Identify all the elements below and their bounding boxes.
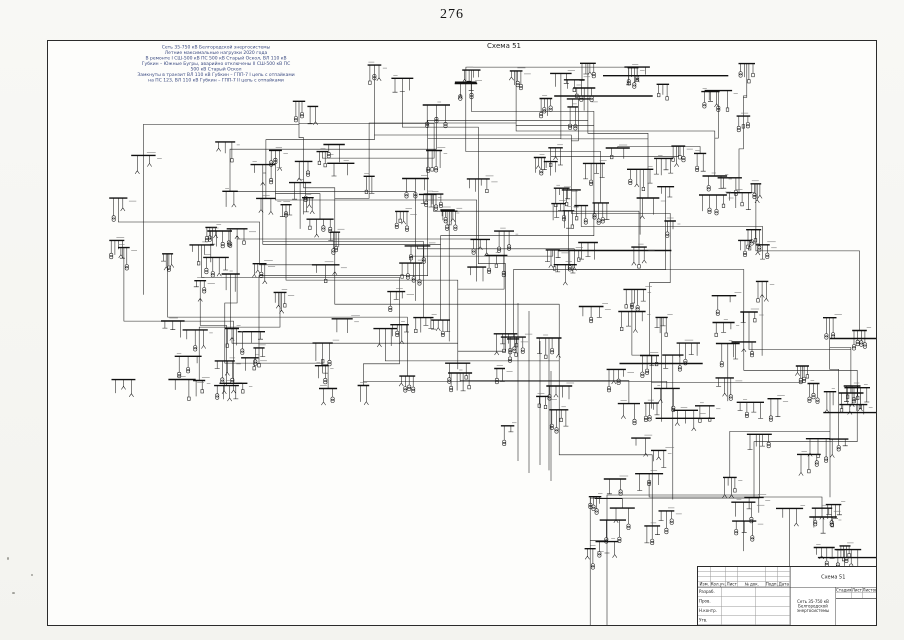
signature-table: Разраб.Пров.Н.контр.Утв. <box>698 587 791 625</box>
page-number: 276 <box>440 7 464 22</box>
revision-label: № док. <box>738 582 766 587</box>
stamp-title-cell: Сеть 35-750 кВ Белгородской энергосистем… <box>791 587 836 625</box>
drawing-sheet: Схема 51 Сеть 35-750 кВ Белгородской эне… <box>47 40 877 626</box>
signature-label: Разраб. <box>698 587 722 597</box>
label-marks <box>116 61 873 552</box>
power-network-diagram <box>109 61 876 625</box>
stage-label: Листов <box>862 587 876 593</box>
scan-artifact <box>12 592 15 594</box>
revision-label: Подп. <box>766 582 778 587</box>
note-line: на ПС 123, ВЛ 110 кВ Губкин – ГПП-7 II ц… <box>148 78 284 83</box>
organization-cell <box>836 599 876 625</box>
signature-label: Н.контр. <box>698 606 722 616</box>
signature-label: Утв. <box>698 615 722 625</box>
note-line: В ремонте I СШ-500 кВ ПС 500 кВ Старый О… <box>145 56 287 61</box>
drawing-notes-inner: Сеть 35-750 кВ Белгородской энергосистем… <box>88 45 344 84</box>
scheme-title: Схема 51 <box>486 42 522 50</box>
scan-artifact <box>7 557 9 560</box>
note-line: Замкнуты в транзит ВЛ 110 кВ Губкин – ГП… <box>137 72 295 78</box>
revision-label: Кол.уч. <box>711 582 726 587</box>
revision-label: Изм. <box>698 582 711 587</box>
stage-label: Стадия <box>836 587 852 593</box>
busbars <box>109 62 876 559</box>
connection-lines <box>110 63 870 625</box>
scan-artifact <box>31 574 33 576</box>
revision-label: Дата <box>778 582 790 587</box>
drawing-notes: Сеть 35-750 кВ Белгородской энергосистем… <box>88 45 344 89</box>
note-line: Губкин – Южные Бугры, аварийно отключены… <box>141 61 291 67</box>
document-code-cell: Схема 51 <box>821 574 846 580</box>
equipment-symbols <box>109 71 867 570</box>
note-line: Летние максимальные нагрузки 2020 года <box>164 50 268 56</box>
revision-label: Лист <box>726 582 738 587</box>
signature-label: Пров. <box>698 596 722 607</box>
stage-label: Лист <box>851 587 863 593</box>
note-line: 500 кВ Старый Оскол <box>190 67 242 72</box>
note-line: Сеть 35-750 кВ Белгородской энергосистем… <box>161 45 271 50</box>
